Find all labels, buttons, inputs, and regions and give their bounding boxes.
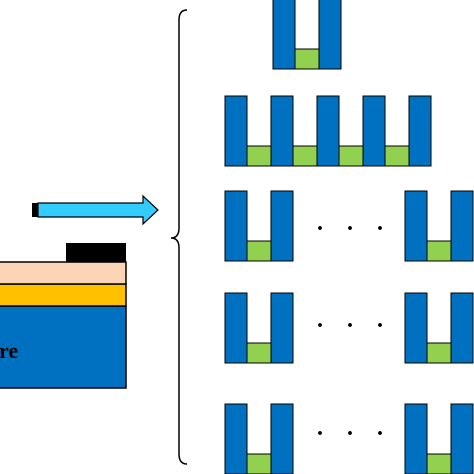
curly-brace xyxy=(170,9,188,465)
u-wall-r2-2 xyxy=(316,95,340,167)
u-left-wall-r4-right xyxy=(404,292,428,364)
u-wall-r2-0 xyxy=(224,95,248,167)
u-bottom-r2-3 xyxy=(384,145,410,167)
u-right-wall-r4-right xyxy=(450,292,474,364)
u-wall-r2-3 xyxy=(362,95,386,167)
peach-layer xyxy=(0,261,127,285)
u-right-wall-r3-left xyxy=(270,190,294,262)
u-bottom-r2-2 xyxy=(338,145,364,167)
u-right-wall-r5-right xyxy=(450,403,474,474)
u-left-wall-r1 xyxy=(272,0,296,70)
u-bottom-r1 xyxy=(294,48,320,70)
top-block xyxy=(66,243,126,262)
u-wall-r2-4 xyxy=(408,95,432,167)
yellow-layer xyxy=(0,283,127,307)
u-left-wall-r4-left xyxy=(224,292,248,364)
u-bottom-r2-1 xyxy=(292,145,318,167)
u-bottom-r5-left xyxy=(246,453,272,474)
layer-stack: re xyxy=(0,243,127,389)
u-bottom-r5-right xyxy=(426,453,452,474)
u-left-wall-r3-left xyxy=(224,190,248,262)
u-structures xyxy=(224,0,474,474)
u-left-wall-r5-right xyxy=(404,403,428,474)
u-left-wall-r3-right xyxy=(404,190,428,262)
u-bottom-r3-right xyxy=(426,240,452,262)
arrow-tail xyxy=(32,203,38,217)
arrow-body xyxy=(37,194,159,226)
u-right-wall-r1 xyxy=(318,0,342,70)
u-bottom-r4-left xyxy=(246,342,272,364)
u-wall-r2-1 xyxy=(270,95,294,167)
ellipsis-dots-row-4: · · · xyxy=(316,313,392,339)
substrate-label: re xyxy=(0,338,18,363)
ellipsis-dots-row-3: · · · xyxy=(316,216,392,242)
ellipsis-dots-row-5: · · · xyxy=(316,421,392,447)
u-right-wall-r4-left xyxy=(270,292,294,364)
u-bottom-r4-right xyxy=(426,342,452,364)
u-right-wall-r5-left xyxy=(270,403,294,474)
u-bottom-r2-0 xyxy=(246,145,272,167)
u-bottom-r3-left xyxy=(246,240,272,262)
u-left-wall-r5-left xyxy=(224,403,248,474)
u-right-wall-r3-right xyxy=(450,190,474,262)
process-arrow xyxy=(32,194,159,226)
substrate-layer xyxy=(0,305,127,389)
